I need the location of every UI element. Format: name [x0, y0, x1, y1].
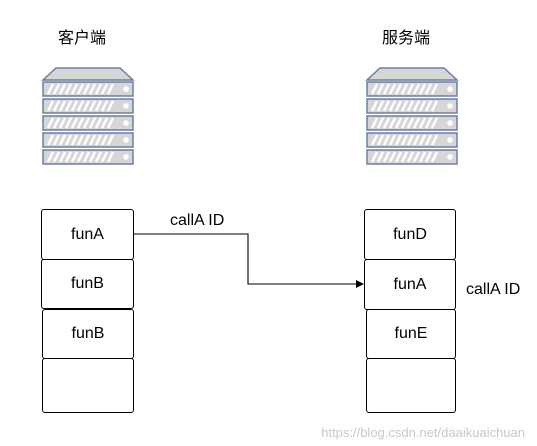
client-stack-frame-2: funB: [41, 259, 134, 309]
server-stack-frame-3: funE: [366, 309, 456, 359]
client-title: 客户端: [58, 28, 107, 47]
server-rack-icon: [41, 67, 135, 165]
server-stack-frame-empty: [366, 358, 456, 413]
watermark-text: https://blog.csdn.net/daaikuaichuan: [321, 425, 525, 440]
call-label-top: callA ID: [170, 212, 225, 229]
server-rack-icon: [365, 67, 459, 165]
server-stack-frame-2: funA: [364, 259, 456, 310]
call-label-right: callA ID: [466, 281, 521, 298]
client-stack-frame-3: funB: [42, 309, 134, 359]
server-stack-frame-1: funD: [364, 209, 456, 260]
server-title: 服务端: [382, 28, 431, 47]
client-stack-frame-empty: [42, 358, 134, 413]
client-stack-frame-1: funA: [41, 209, 134, 260]
